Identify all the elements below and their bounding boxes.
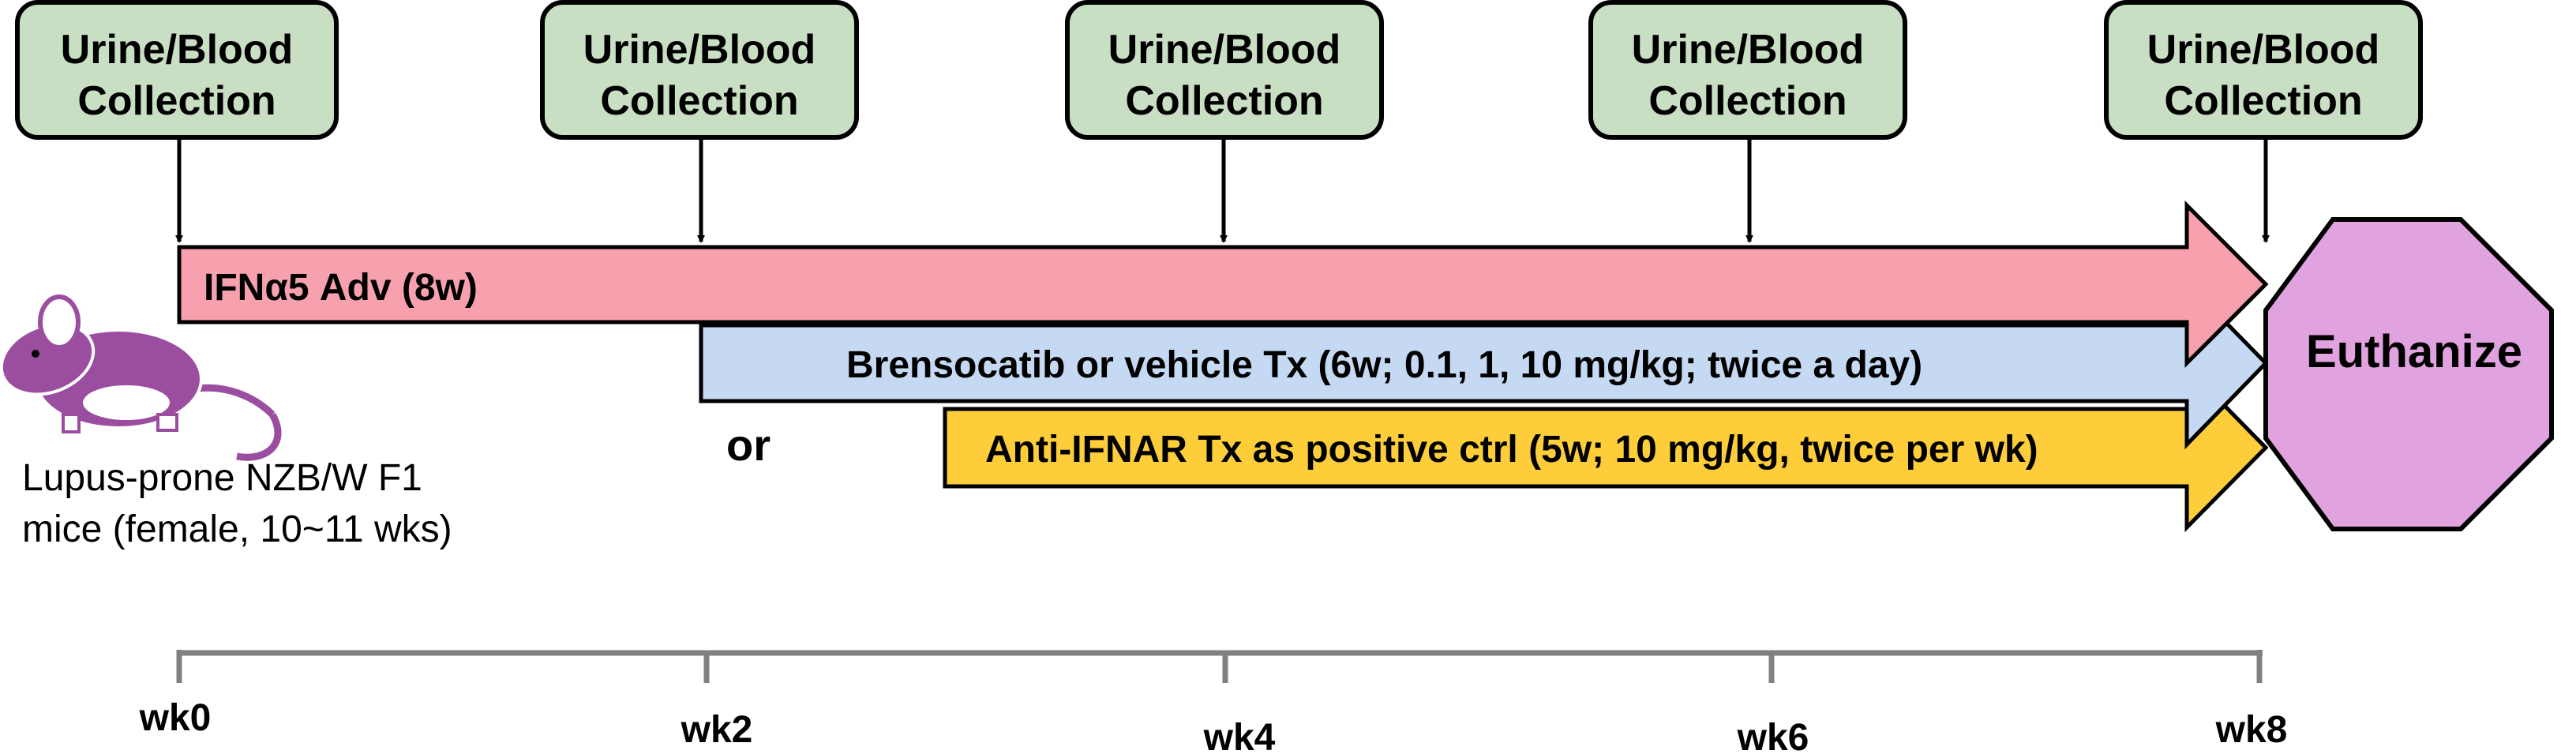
collection-box-wk2: Urine/Blood Collection [540,0,859,140]
collection-box-wk0: Urine/Blood Collection [15,0,339,140]
mouse-tail-tip [236,412,282,461]
mouse-caption-line1: Lupus-prone NZB/W F1 [22,457,422,499]
collection-box-wk8: Urine/Blood Collection [2104,0,2423,140]
box-label-line1: Urine/Blood [1108,27,1341,73]
box-label-line2: Collection [1125,78,1323,124]
euthanize-label: Euthanize [2306,326,2522,377]
or-label: or [726,420,771,470]
stop-octagon-icon [2263,217,2554,531]
ifn-arrow: IFNα5 Adv (8w) [177,200,2269,369]
box-label-line1: Urine/Blood [1632,27,1865,73]
mouse-ear [38,294,81,350]
mouse-eye [32,350,39,358]
mouse-caption-line2: mice (female, 10~11 wks) [22,508,452,550]
tick-label-wk6: wk6 [1737,717,1809,754]
tick-label-wk8: wk8 [2215,709,2288,751]
box-label-line2: Collection [600,78,798,124]
collection-box-wk4: Urine/Blood Collection [1065,0,1384,140]
ifn-arrow-shape [177,200,2269,369]
box-label-line1: Urine/Blood [61,27,294,73]
ifn-arrow-label: IFNα5 Adv (8w) [204,267,478,309]
box-label-line2: Collection [77,78,276,124]
mouse-belly [83,385,170,420]
box-label-line2: Collection [2164,78,2362,124]
brensocatib-arrow-label: Brensocatib or vehicle Tx (6w; 0.1, 1, 1… [846,344,1922,386]
mouse-icon [0,294,282,461]
mouse-back-leg [156,413,178,432]
tick-label-wk0: wk0 [139,697,212,739]
tick-label-wk4: wk4 [1203,717,1276,754]
anti-ifnar-arrow: Anti-IFNAR Tx as positive ctrl (5w; 10 m… [943,362,2269,533]
box-label-line2: Collection [1648,78,1847,124]
box-background [2104,0,2423,140]
anti-ifnar-arrow-label: Anti-IFNAR Tx as positive ctrl (5w; 10 m… [985,429,2038,471]
box-label-line1: Urine/Blood [583,27,816,73]
timeline-axis [176,650,2263,683]
box-label-line1: Urine/Blood [2147,27,2380,73]
box-background [15,0,339,140]
euthanize-endpoint: Euthanize [2263,217,2554,531]
mouse-front-leg [62,413,81,433]
collection-arrows [175,137,2270,243]
tick-label-wk2: wk2 [681,709,753,751]
collection-box-wk6: Urine/Blood Collection [1588,0,1907,140]
